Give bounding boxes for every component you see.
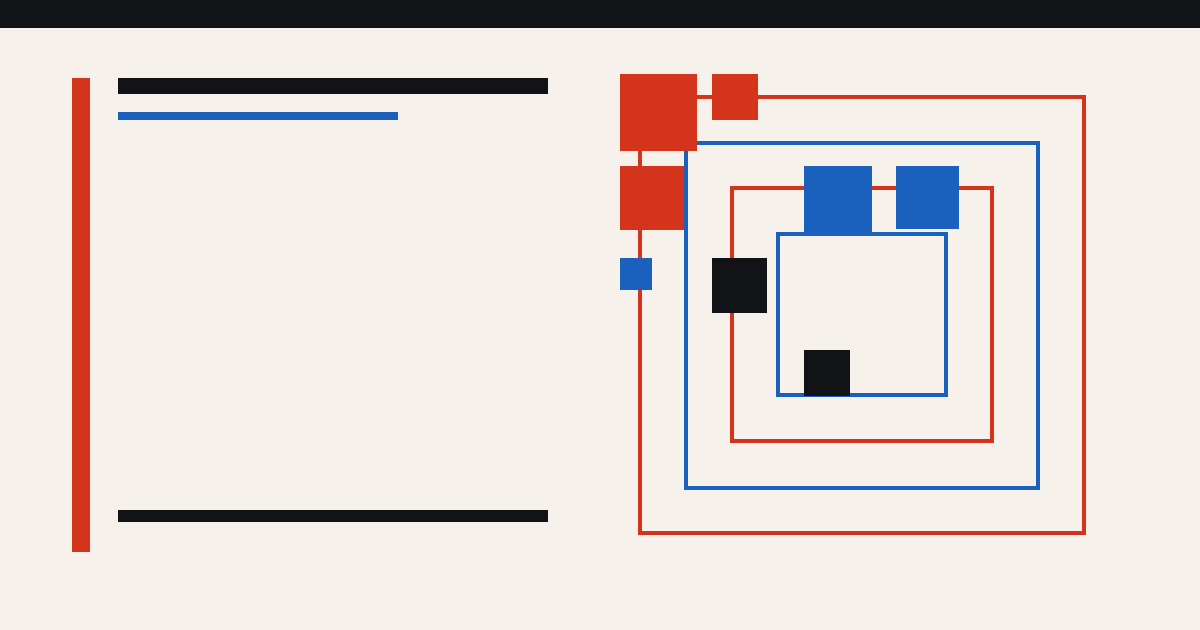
black-square-small — [804, 350, 850, 396]
outer-red-frame — [638, 95, 1086, 535]
left-accent-bar — [72, 78, 90, 552]
title-placeholder-bar — [118, 78, 548, 94]
red-square-mid — [620, 166, 684, 230]
blue-square-right — [896, 166, 959, 229]
red-square-small — [712, 74, 758, 120]
red-square-large — [620, 74, 697, 151]
top-bar — [0, 0, 1200, 28]
inner-red-frame — [730, 186, 994, 443]
inner-blue-frame — [776, 232, 948, 397]
black-square-mid — [712, 258, 767, 313]
footer-placeholder-bar — [118, 510, 548, 522]
blue-square-small — [620, 258, 652, 290]
blue-square-left — [804, 166, 872, 234]
subtitle-placeholder-bar — [118, 112, 398, 120]
outer-blue-frame — [684, 141, 1040, 490]
